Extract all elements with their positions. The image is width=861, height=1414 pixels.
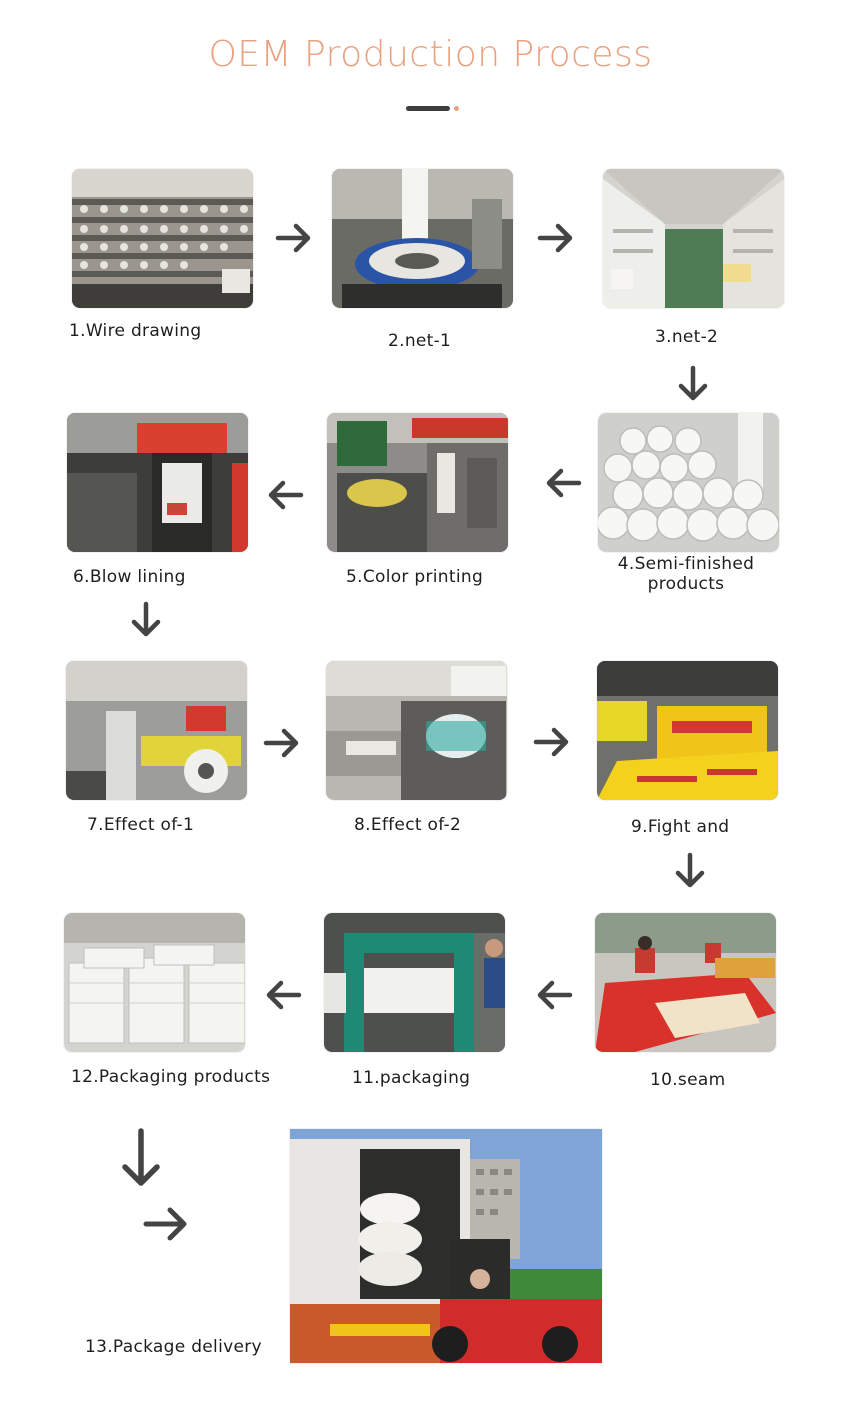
step-1-label: 1.Wire drawing — [69, 321, 202, 341]
step-6-photo — [67, 413, 248, 552]
step-8-label: 8.Effect of-2 — [354, 815, 462, 835]
arrow-left-icon — [262, 975, 302, 1015]
step-6-label: 6.Blow lining — [73, 567, 186, 587]
title-accent-dot — [454, 106, 459, 111]
arrow-down-icon — [126, 601, 166, 641]
title-underline — [406, 106, 450, 111]
step-7-photo — [66, 661, 247, 800]
step-12-photo — [64, 913, 245, 1052]
step-12-label: 12.Packaging products — [71, 1067, 271, 1087]
arrow-right-icon — [275, 218, 315, 258]
arrow-down-icon — [670, 852, 710, 892]
page-title: OEM Production Process — [208, 34, 653, 75]
arrow-down-icon — [118, 1127, 164, 1191]
arrow-left-icon — [533, 975, 573, 1015]
step-3-label: 3.net-2 — [655, 327, 719, 347]
step-8-photo — [326, 661, 507, 800]
step-3-photo — [603, 169, 784, 308]
step-2-photo — [332, 169, 513, 308]
step-13-label: 13.Package delivery — [85, 1337, 262, 1357]
arrow-right-icon — [533, 722, 573, 762]
step-7-label: 7.Effect of-1 — [87, 815, 195, 835]
step-9-photo — [597, 661, 778, 800]
arrow-right-icon — [263, 723, 303, 763]
step-4-label: 4.Semi-finished products — [617, 554, 755, 594]
arrow-left-icon — [542, 463, 582, 503]
step-10-photo — [595, 913, 776, 1052]
step-5-label: 5.Color printing — [346, 567, 484, 587]
step-13-photo — [290, 1129, 602, 1363]
step-10-label: 10.seam — [650, 1070, 726, 1090]
step-11-label: 11.packaging — [352, 1068, 471, 1088]
step-1-photo — [72, 169, 253, 308]
arrow-down-icon — [673, 365, 713, 405]
arrow-right-icon — [537, 218, 577, 258]
step-5-photo — [327, 413, 508, 552]
step-4-photo — [598, 413, 779, 552]
step-2-label: 2.net-1 — [388, 331, 452, 351]
arrow-left-icon — [264, 475, 304, 515]
step-9-label: 9.Fight and — [631, 817, 730, 837]
step-11-photo — [324, 913, 505, 1052]
arrow-right-icon — [142, 1205, 190, 1243]
